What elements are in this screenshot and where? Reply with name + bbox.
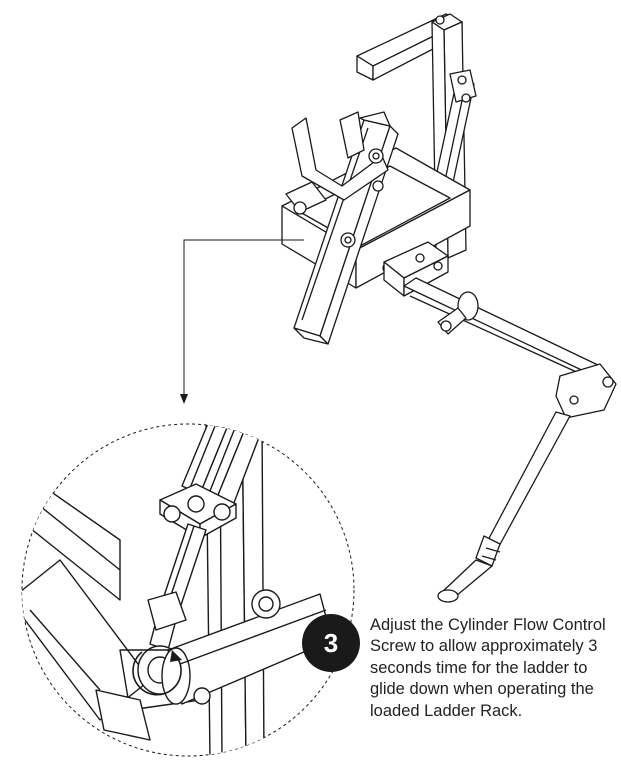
ladder-rack-assembly-drawing bbox=[281, 13, 617, 603]
step-instruction: Adjust the Cylinder Flow Control Screw t… bbox=[370, 616, 606, 720]
cylinder-detail-drawing bbox=[21, 423, 355, 757]
leader-arrow bbox=[180, 239, 304, 404]
step-number: 3 bbox=[323, 627, 339, 658]
step-number-badge: 3 bbox=[302, 614, 360, 672]
